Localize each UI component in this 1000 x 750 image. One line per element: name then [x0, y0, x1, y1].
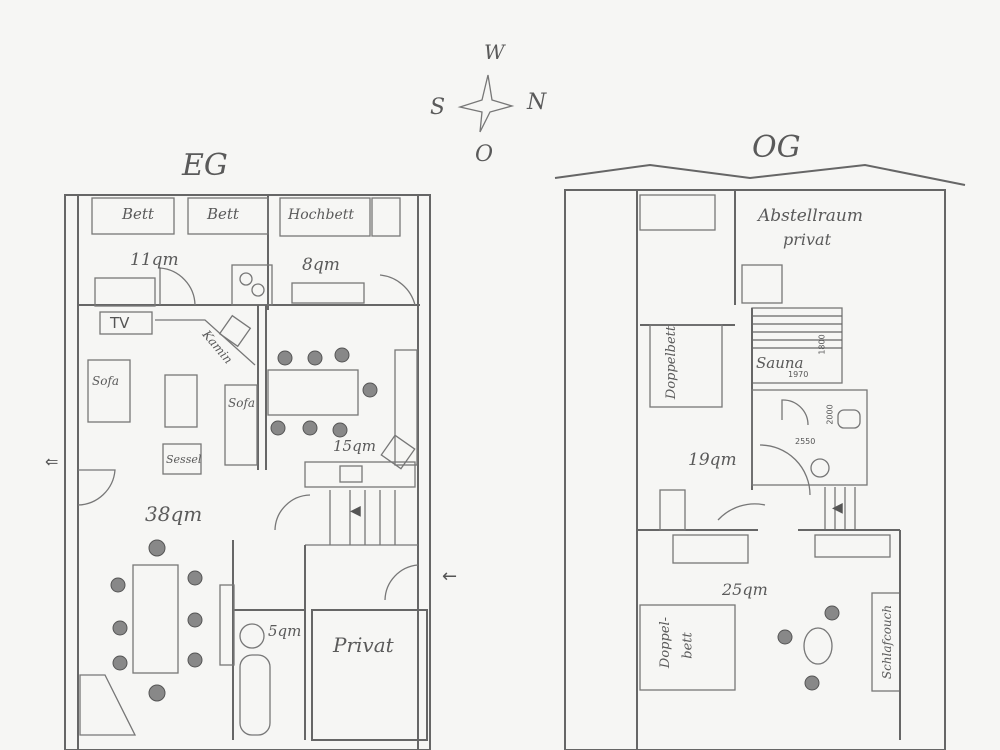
sofa-label-2: Sofa [228, 396, 256, 410]
sauna-depth-dim: 1800 [817, 334, 827, 355]
room-area-8: 8qm [302, 255, 340, 275]
room-area-25: 25qm [722, 580, 768, 599]
room-area-38: 38qm [145, 502, 203, 526]
tv-label: TV [110, 314, 130, 332]
loft-bed-label: Hochbett [288, 207, 354, 223]
room-area-15: 15qm [333, 437, 376, 455]
double-bed-label-2a: Doppel- [658, 616, 674, 669]
floor-title-eg: EG [182, 148, 228, 183]
sauna-label: Sauna [756, 354, 804, 372]
double-bed-label-1: Doppelbett [664, 325, 680, 400]
room-area-5: 5qm [268, 622, 302, 640]
sofa-bed-label: Schlafcouch [880, 604, 895, 680]
storage-sublabel: privat [783, 230, 832, 249]
compass-east: O [475, 142, 494, 167]
floor-title-og: OG [752, 130, 801, 165]
stairs-arrow-icon: ◀ [350, 503, 361, 519]
double-bed-label-2b: bett [680, 632, 696, 659]
compass-south: S [430, 95, 446, 120]
bed-label-1: Bett [122, 205, 154, 223]
armchair-label: Sessel [166, 453, 202, 466]
eg-walls [64, 194, 431, 750]
storage-label: Abstellraum [758, 206, 863, 226]
private-room-label: Privat [333, 633, 394, 657]
shower-depth-dim: 2000 [825, 404, 835, 425]
sauna-width-dim: 1970 [788, 370, 809, 379]
compass-north: N [527, 90, 547, 115]
room-area-11: 11qm [130, 250, 179, 270]
stairs-arrow-og-icon: ◀ [832, 500, 843, 516]
og-walls [554, 163, 966, 750]
sofa-label-1: Sofa [92, 374, 120, 388]
shower-width-dim: 2550 [795, 437, 816, 446]
bed-label-2: Bett [207, 205, 239, 223]
compass-rose-icon [457, 74, 515, 133]
room-area-19: 19qm [688, 450, 737, 470]
exit-arrow-icon: ⇐ [45, 452, 59, 471]
entrance-arrow-icon: ← [442, 566, 458, 587]
compass-west: W [484, 40, 505, 64]
